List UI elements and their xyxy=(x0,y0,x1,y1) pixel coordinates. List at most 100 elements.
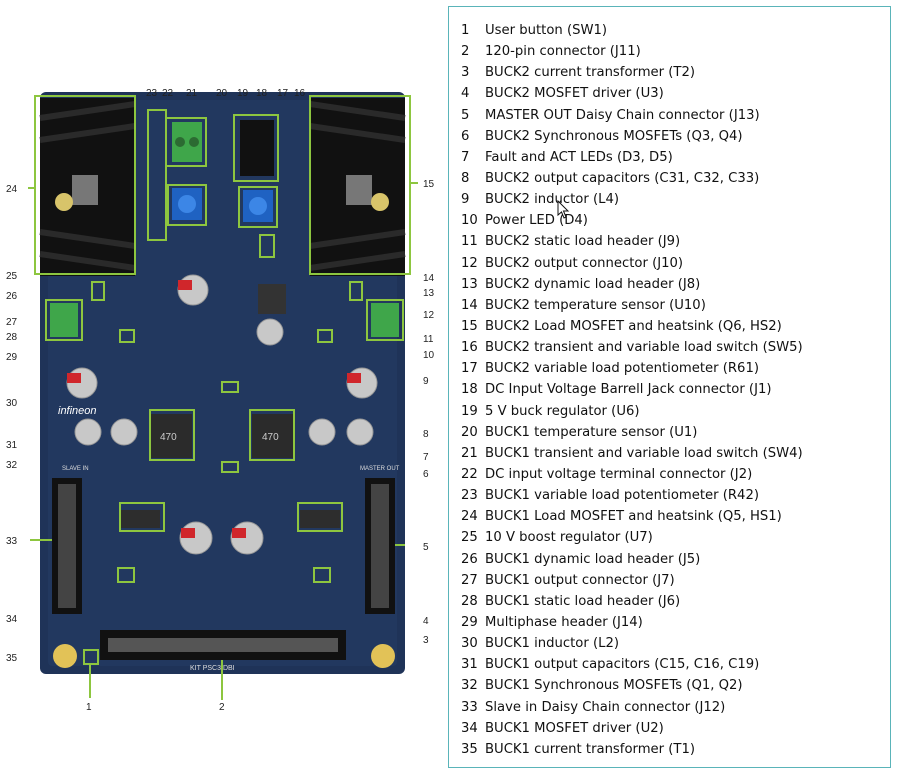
legend-item-text: BUCK1 temperature sensor (U1) xyxy=(485,424,698,440)
callout-32: 32 xyxy=(6,460,18,471)
legend-item-text: BUCK2 inductor (L4) xyxy=(485,192,620,208)
callout-34: 34 xyxy=(6,614,18,625)
legend-item-text: BUCK2 dynamic load header (J8) xyxy=(485,276,701,292)
legend-item-number: 6 xyxy=(461,128,470,144)
inductor-l2-marking: 470 xyxy=(160,432,177,443)
callout-24: 24 xyxy=(6,184,18,195)
callout-31: 31 xyxy=(6,440,18,451)
callout-numbers-right: 15 14 13 12 11 10 9 8 7 6 5 4 3 xyxy=(423,179,435,646)
callout-4: 4 xyxy=(423,616,429,627)
callout-33: 33 xyxy=(6,536,18,547)
legend-item-number: 30 xyxy=(461,636,478,652)
callout-17: 17 xyxy=(277,88,289,99)
mouse-cursor-icon xyxy=(557,200,570,219)
legend-item: 8 BUCK2 output capacitors (C31, C32, C33) xyxy=(461,168,890,189)
legend-item: 30 BUCK1 inductor (L2) xyxy=(461,633,890,654)
legend-item-text: BUCK1 transient and variable load switch… xyxy=(485,445,803,461)
legend-item-text: BUCK1 MOSFET driver (U2) xyxy=(485,720,664,736)
legend-item-text: DC input voltage terminal connector (J2) xyxy=(485,466,753,482)
legend-item-number: 7 xyxy=(461,149,470,165)
output-connector-j10 xyxy=(371,303,399,337)
legend-item-number: 29 xyxy=(461,614,478,630)
legend-item-number: 18 xyxy=(461,382,478,398)
legend-item-text: BUCK1 current transformer (T1) xyxy=(485,741,696,757)
callout-27: 27 xyxy=(6,317,18,328)
callout-25: 25 xyxy=(6,271,18,282)
barrel-jack-j1 xyxy=(240,120,274,176)
legend-item-number: 16 xyxy=(461,340,478,356)
legend-item: 26 BUCK1 dynamic load header (J5) xyxy=(461,549,890,570)
output-connector-j7 xyxy=(50,303,78,337)
callout-15: 15 xyxy=(423,179,435,190)
legend-item-number: 34 xyxy=(461,720,478,736)
legend-item-text: BUCK2 Load MOSFET and heatsink (Q6, HS2) xyxy=(485,318,782,334)
legend-item-text: BUCK1 static load header (J6) xyxy=(485,593,681,609)
legend-item-text: Multiphase header (J14) xyxy=(485,614,643,630)
legend-item-text: BUCK2 temperature sensor (U10) xyxy=(485,297,706,313)
inductor-center xyxy=(258,284,286,314)
legend-item-number: 3 xyxy=(461,65,470,81)
legend-item-number: 35 xyxy=(461,741,478,757)
legend-item-number: 26 xyxy=(461,551,478,567)
callout-highlights xyxy=(28,95,418,700)
legend-item-text: User button (SW1) xyxy=(485,23,608,38)
legend-item-text: BUCK2 Synchronous MOSFETs (Q3, Q4) xyxy=(485,128,743,144)
legend-item-text: BUCK2 MOSFET driver (U3) xyxy=(485,86,664,102)
legend-item-number: 33 xyxy=(461,699,478,715)
legend-item-text: BUCK1 Load MOSFET and heatsink (Q5, HS1) xyxy=(485,509,782,525)
callout-11: 11 xyxy=(423,334,434,345)
callout-13: 13 xyxy=(423,288,435,299)
board-illustration: 470 470 SLAVE IN MASTER OUT KIT PSC3 DBI… xyxy=(6,88,435,713)
legend-item-text: Power LED (D4) xyxy=(485,213,588,229)
legend-item-number: 8 xyxy=(461,170,470,186)
callout-12: 12 xyxy=(423,310,435,321)
inductor-l4 xyxy=(252,414,294,458)
callout-7: 7 xyxy=(423,452,429,463)
inductor-l4-marking: 470 xyxy=(262,432,279,443)
callout-26: 26 xyxy=(6,291,18,302)
callout-35: 35 xyxy=(6,653,18,664)
legend-item-number: 23 xyxy=(461,488,478,504)
infineon-logo: infineon xyxy=(58,405,97,417)
callout-20: 20 xyxy=(216,88,228,99)
legend-item-text: BUCK1 inductor (L2) xyxy=(485,636,620,652)
legend-item: 35 BUCK1 current transformer (T1) xyxy=(461,739,890,760)
legend-item-number: 14 xyxy=(461,297,478,313)
legend-item-number: 20 xyxy=(461,424,478,440)
legend-item-number: 27 xyxy=(461,572,478,588)
legend-item-number: 24 xyxy=(461,509,478,525)
callout-29: 29 xyxy=(6,352,18,363)
legend-item-text: BUCK1 variable load potentiometer (R42) xyxy=(485,488,759,504)
callout-16: 16 xyxy=(294,88,306,99)
legend-item-number: 15 xyxy=(461,318,478,334)
callout-2: 2 xyxy=(219,702,225,713)
heatsink-left xyxy=(39,98,136,276)
legend-item: 34 BUCK1 MOSFET driver (U2) xyxy=(461,718,890,739)
legend-item-text: BUCK1 dynamic load header (J5) xyxy=(485,551,701,567)
legend-item-text: BUCK2 output connector (J10) xyxy=(485,255,684,271)
legend-item-text: BUCK2 output capacitors (C31, C32, C33) xyxy=(485,170,760,186)
legend-item: 29 Multiphase header (J14) xyxy=(461,612,890,633)
callout-5: 5 xyxy=(423,542,429,553)
mounting-hole-right xyxy=(371,644,395,668)
legend-item-text: MASTER OUT Daisy Chain connector (J13) xyxy=(485,107,760,123)
callout-10: 10 xyxy=(423,350,435,361)
legend-item-text: 120-pin connector (J11) xyxy=(485,44,641,60)
mounting-hole-left xyxy=(53,644,77,668)
legend-item-number: 11 xyxy=(461,234,478,250)
callout-18: 18 xyxy=(256,88,268,99)
callout-9: 9 xyxy=(423,376,429,387)
legend-item-number: 22 xyxy=(461,466,478,482)
legend-item-number: 17 xyxy=(461,361,478,377)
heatsink-right xyxy=(309,98,406,276)
